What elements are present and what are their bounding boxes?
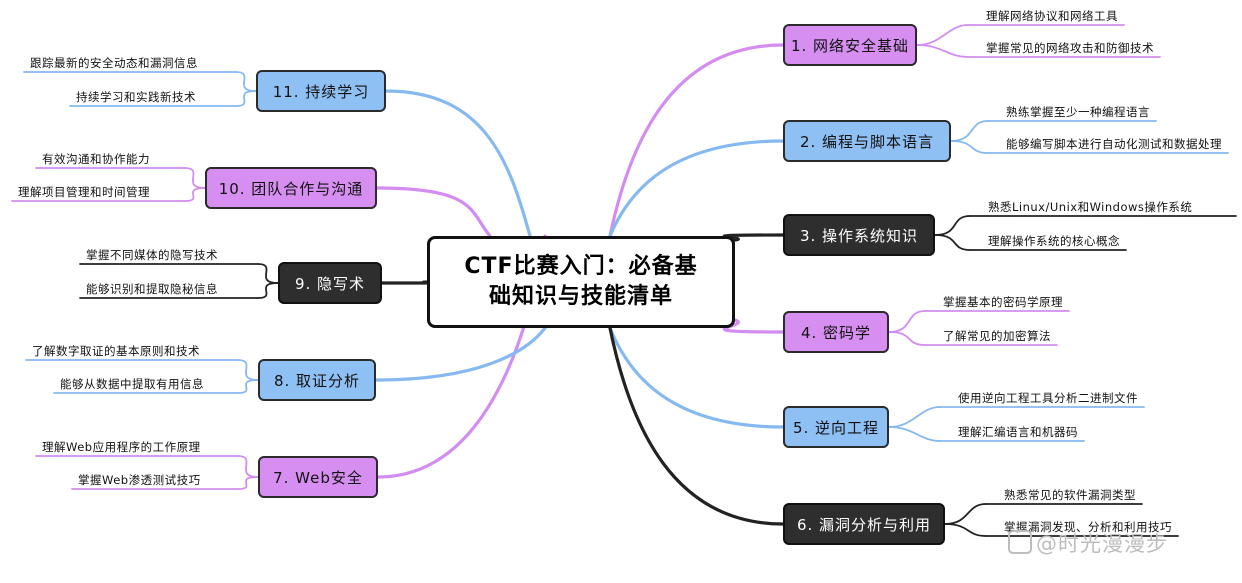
leaf-connector	[237, 359, 259, 381]
branch-label: 9. 隐写术	[294, 274, 366, 293]
branch-connector	[608, 326, 785, 526]
branch-connector	[384, 89, 532, 238]
branch-label: 5. 逆向工程	[792, 418, 880, 437]
leaf-connector	[934, 234, 971, 251]
branch-node-4: 4. 密码学	[783, 311, 889, 353]
branch-label: 7. Web安全	[273, 468, 363, 487]
leaf-connector	[934, 215, 971, 236]
leaf-connector	[888, 331, 926, 346]
branch-label: 6. 漏洞分析与利用	[796, 515, 932, 534]
branch-connector	[722, 318, 785, 334]
leaf-item: 掌握漏洞发现、分析和利用技巧	[1004, 520, 1172, 534]
leaf-item: 掌握Web渗透测试技巧	[78, 473, 201, 487]
leaf-connector	[888, 310, 926, 333]
leaf-connector	[184, 187, 206, 202]
leaf-item: 了解数字取证的基本原则和技术	[32, 344, 200, 358]
leaf-connector	[257, 263, 279, 284]
branch-label: 11. 持续学习	[272, 82, 370, 101]
leaf-connector	[235, 90, 257, 107]
leaf-item: 持续学习和实践新技术	[76, 90, 196, 104]
branch-node-6: 6. 漏洞分析与利用	[783, 503, 945, 545]
leaf-item: 掌握常见的网络攻击和防御技术	[986, 41, 1154, 55]
leaf-item: 能够编写脚本进行自动化测试和数据处理	[1006, 137, 1222, 151]
branch-node-3: 3. 操作系统知识	[783, 214, 935, 256]
branch-label: 2. 编程与脚本语言	[799, 132, 935, 151]
leaf-item: 熟悉Linux/Unix和Windows操作系统	[988, 200, 1193, 214]
central-topic-line1: CTF比赛入门：必备基	[464, 254, 698, 279]
leaf-item: 跟踪最新的安全动态和漏洞信息	[30, 56, 198, 70]
branch-connector	[608, 43, 785, 238]
leaf-connector	[944, 523, 987, 537]
branch-connector	[608, 139, 785, 238]
leaf-item: 熟练掌握至少一种编程语言	[1006, 105, 1150, 119]
branch-connector	[375, 186, 492, 238]
leaf-item: 理解项目管理和时间管理	[18, 185, 150, 199]
branch-node-2: 2. 编程与脚本语言	[783, 120, 951, 162]
branch-node-9: 9. 隐写术	[278, 262, 382, 304]
leaf-item: 了解常见的加密算法	[943, 329, 1051, 343]
leaf-connector	[916, 24, 969, 46]
leaf-item: 理解网络协议和网络工具	[986, 9, 1118, 23]
leaf-connector	[184, 167, 206, 189]
leaf-connector	[237, 379, 259, 394]
leaf-connector	[235, 71, 257, 92]
leaf-connector	[237, 455, 259, 478]
branch-node-7: 7. Web安全	[258, 456, 378, 498]
leaf-item: 掌握基本的密码学原理	[943, 295, 1063, 309]
branch-connector	[608, 326, 785, 429]
branch-label: 4. 密码学	[800, 323, 872, 342]
leaf-item: 掌握不同媒体的隐写技术	[86, 248, 218, 262]
branch-node-10: 10. 团队合作与沟通	[205, 167, 377, 209]
watermark-text: @时光漫漫步	[1036, 532, 1168, 556]
leaf-item: 理解操作系统的核心概念	[988, 234, 1120, 248]
branch-label: 1. 网络安全基础	[790, 36, 910, 55]
leaf-item: 使用逆向工程工具分析二进制文件	[958, 391, 1138, 405]
leaf-item: 理解汇编语言和机器码	[958, 425, 1078, 439]
leaf-connector	[257, 282, 279, 299]
leaf-connector	[950, 140, 989, 154]
branch-label: 10. 团队合作与沟通	[218, 179, 364, 198]
leaf-connector	[237, 476, 259, 490]
leaf-item: 理解Web应用程序的工作原理	[42, 440, 201, 454]
leaf-item: 能够识别和提取隐秘信息	[86, 282, 218, 296]
leaf-connector	[916, 44, 969, 58]
leaf-item: 有效沟通和协作能力	[42, 152, 150, 166]
leaf-connector	[944, 503, 987, 525]
branch-node-11: 11. 持续学习	[256, 70, 386, 112]
leaf-connector	[950, 120, 989, 142]
branch-label: 3. 操作系统知识	[799, 226, 919, 245]
branch-label: 8. 取证分析	[273, 371, 361, 390]
leaf-item: 能够从数据中提取有用信息	[60, 377, 204, 391]
leaf-connector	[888, 406, 941, 428]
leaf-item: 熟悉常见的软件漏洞类型	[1004, 488, 1136, 502]
central-topic: CTF比赛入门：必备基 础知识与技能清单	[427, 236, 735, 328]
branch-node-5: 5. 逆向工程	[783, 406, 889, 448]
leaf-connector	[888, 426, 941, 442]
branch-node-8: 8. 取证分析	[258, 359, 376, 401]
camera-icon	[1008, 530, 1032, 554]
central-topic-line2: 础知识与技能清单	[488, 284, 673, 309]
watermark: @时光漫漫步	[1008, 528, 1168, 558]
branch-node-1: 1. 网络安全基础	[783, 24, 917, 66]
branch-connector	[374, 326, 547, 382]
